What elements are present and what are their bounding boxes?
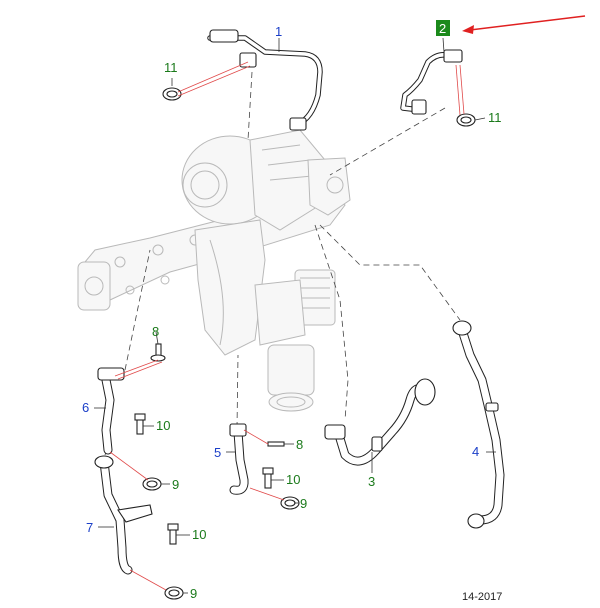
callout-9-upper: 9 <box>172 477 179 492</box>
callout-4: 4 <box>472 444 479 459</box>
callout-10-middle: 10 <box>286 472 300 487</box>
leader-lines <box>94 37 496 594</box>
callout-9-lower: 9 <box>190 586 197 601</box>
callout-7: 7 <box>86 520 93 535</box>
hardware <box>134 87 476 600</box>
callout-3: 3 <box>368 474 375 489</box>
callout-2-highlight-box <box>436 20 450 36</box>
callout-1: 1 <box>275 24 282 39</box>
part-1-oil-feed-pipe <box>207 29 323 131</box>
highlight-arrow <box>462 15 586 34</box>
callout-9-middle: 9 <box>300 496 307 511</box>
part-7-pipe <box>94 455 153 575</box>
callout-6: 6 <box>82 400 89 415</box>
drawing-code: 14-2017 <box>462 591 502 603</box>
callout-labels: 1 2 3 4 5 6 7 8 8 9 9 9 10 10 10 11 11 <box>82 20 502 601</box>
callout-10-upper: 10 <box>156 418 170 433</box>
callout-2: 2 <box>439 21 446 36</box>
callout-11-left: 11 <box>164 60 178 75</box>
part-3-coolant-hose <box>324 378 436 466</box>
part-2-oil-pipe <box>400 49 463 115</box>
callout-11-right: 11 <box>488 110 502 125</box>
assembly-lines <box>104 71 461 456</box>
part-4-coolant-hose <box>452 320 505 529</box>
callout-5: 5 <box>214 445 221 460</box>
part-6-pipe <box>97 367 125 455</box>
callout-8-lower: 8 <box>296 437 303 452</box>
callout-8-upper: 8 <box>152 324 159 339</box>
turbocharger-assembly <box>77 129 351 412</box>
callout-10-lower: 10 <box>192 527 206 542</box>
part-5-pipe <box>229 423 249 495</box>
